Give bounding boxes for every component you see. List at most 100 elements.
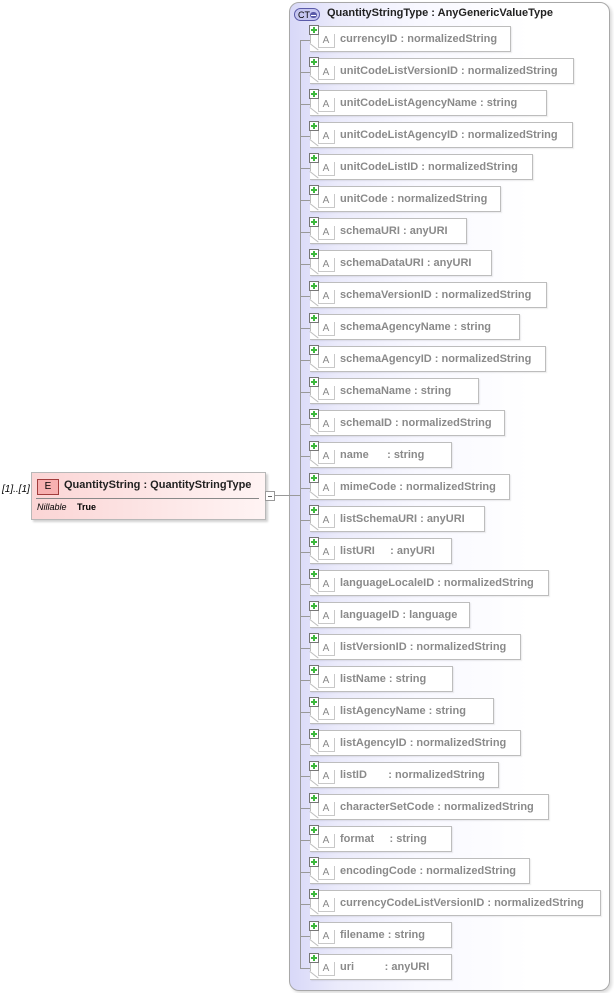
expand-plus-icon[interactable]: [309, 825, 319, 835]
expand-plus-icon[interactable]: [309, 601, 319, 611]
expand-plus-icon[interactable]: [309, 537, 319, 547]
attribute-name: unitCodeListAgencyID: [340, 129, 458, 141]
expand-plus-icon[interactable]: [309, 473, 319, 483]
attribute-badge-icon: A: [318, 834, 335, 848]
expand-plus-icon[interactable]: [309, 377, 319, 387]
expand-plus-icon[interactable]: [309, 89, 319, 99]
expand-plus-icon[interactable]: [309, 921, 319, 931]
complex-type-badge-icon[interactable]: CT: [294, 8, 320, 21]
expand-plus-icon[interactable]: [309, 345, 319, 355]
collapse-minus-icon[interactable]: [310, 12, 317, 18]
expand-plus-icon[interactable]: [309, 729, 319, 739]
element-box-quantitystring[interactable]: E QuantityString : QuantityStringType Ni…: [31, 472, 266, 520]
expand-plus-icon[interactable]: [309, 217, 319, 227]
expand-plus-icon[interactable]: [309, 793, 319, 803]
expand-plus-icon[interactable]: [309, 857, 319, 867]
attribute-type: normalizedString: [416, 641, 507, 653]
expand-plus-icon[interactable]: [309, 633, 319, 643]
attribute-pad: [367, 769, 385, 781]
expand-plus-icon[interactable]: [309, 953, 319, 963]
expand-plus-icon[interactable]: [309, 569, 319, 579]
expand-plus-icon[interactable]: [309, 121, 319, 131]
attribute-name: schemaDataURI: [340, 257, 424, 269]
expand-plus-icon[interactable]: [309, 697, 319, 707]
expand-plus-icon[interactable]: [309, 665, 319, 675]
expand-plus-icon[interactable]: [309, 505, 319, 515]
expand-plus-icon[interactable]: [309, 441, 319, 451]
expand-plus-icon[interactable]: [309, 761, 319, 771]
expand-plus-icon[interactable]: [309, 313, 319, 323]
expand-plus-icon[interactable]: [309, 153, 319, 163]
attribute-name: schemaID: [340, 417, 392, 429]
expand-plus-icon[interactable]: [309, 409, 319, 419]
expand-plus-icon[interactable]: [309, 249, 319, 259]
expand-plus-icon[interactable]: [309, 185, 319, 195]
expand-plus-icon[interactable]: [309, 281, 319, 291]
expand-plus-icon[interactable]: [309, 57, 319, 67]
expand-plus-icon[interactable]: [309, 25, 319, 35]
expand-plus-icon[interactable]: [309, 889, 319, 899]
collapse-toggle-icon[interactable]: [265, 491, 275, 501]
